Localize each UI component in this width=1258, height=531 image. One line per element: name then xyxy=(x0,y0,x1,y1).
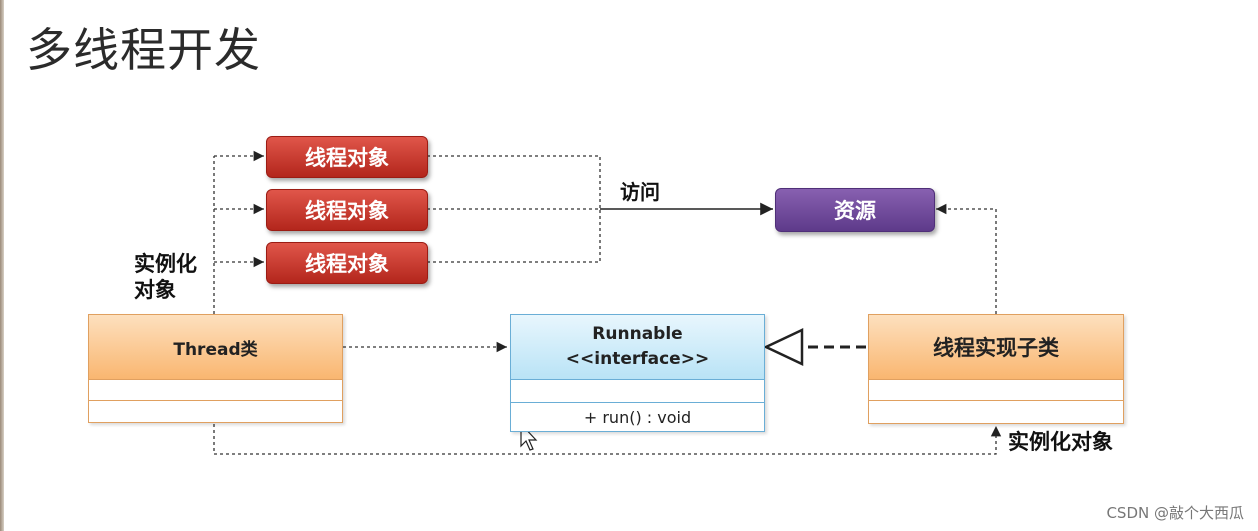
instantiate-label-left-line2: 对象 xyxy=(134,278,176,302)
thread-object-box: 线程对象 xyxy=(266,136,428,178)
runnable-attributes xyxy=(511,380,764,403)
thread-object-label: 线程对象 xyxy=(305,199,389,223)
left-border xyxy=(0,0,4,531)
instantiate-label-left-line1: 实例化 xyxy=(134,252,197,276)
access-label: 访问 xyxy=(620,180,660,204)
runnable-name: Runnable xyxy=(592,324,683,344)
thread-object-label: 线程对象 xyxy=(305,252,389,276)
runnable-method: + run() : void xyxy=(583,407,692,427)
impl-class-attributes xyxy=(869,380,1123,401)
impl-class-label: 线程实现子类 xyxy=(933,336,1059,360)
watermark: CSDN @敲个大西瓜 xyxy=(1106,504,1244,522)
impl-class-box: 线程实现子类 xyxy=(868,314,1124,424)
page-title: 多线程开发 xyxy=(26,23,261,77)
impl-class-methods xyxy=(869,401,1123,423)
thread-class-attributes xyxy=(89,380,342,401)
realization-triangle xyxy=(763,328,804,366)
runnable-interface-box: Runnable <<interface>> + run() : void xyxy=(510,314,765,432)
thread-class-methods xyxy=(89,401,342,422)
thread-object-label: 线程对象 xyxy=(305,146,389,170)
impl-to-resource-line xyxy=(936,203,997,314)
instantiate-label-bottom: 实例化对象 xyxy=(1008,430,1113,454)
bottom-instantiate-line xyxy=(213,424,1002,455)
thread-object-box: 线程对象 xyxy=(266,242,428,284)
runnable-stereotype: <<interface>> xyxy=(565,349,710,369)
thread-object-box: 线程对象 xyxy=(266,189,428,231)
access-line-3 xyxy=(427,209,601,263)
resource-label: 资源 xyxy=(834,199,876,223)
access-line-1 xyxy=(427,155,601,209)
resource-box: 资源 xyxy=(775,188,935,232)
thread-class-box: Thread类 xyxy=(88,314,343,423)
thread-class-label: Thread类 xyxy=(173,339,258,360)
